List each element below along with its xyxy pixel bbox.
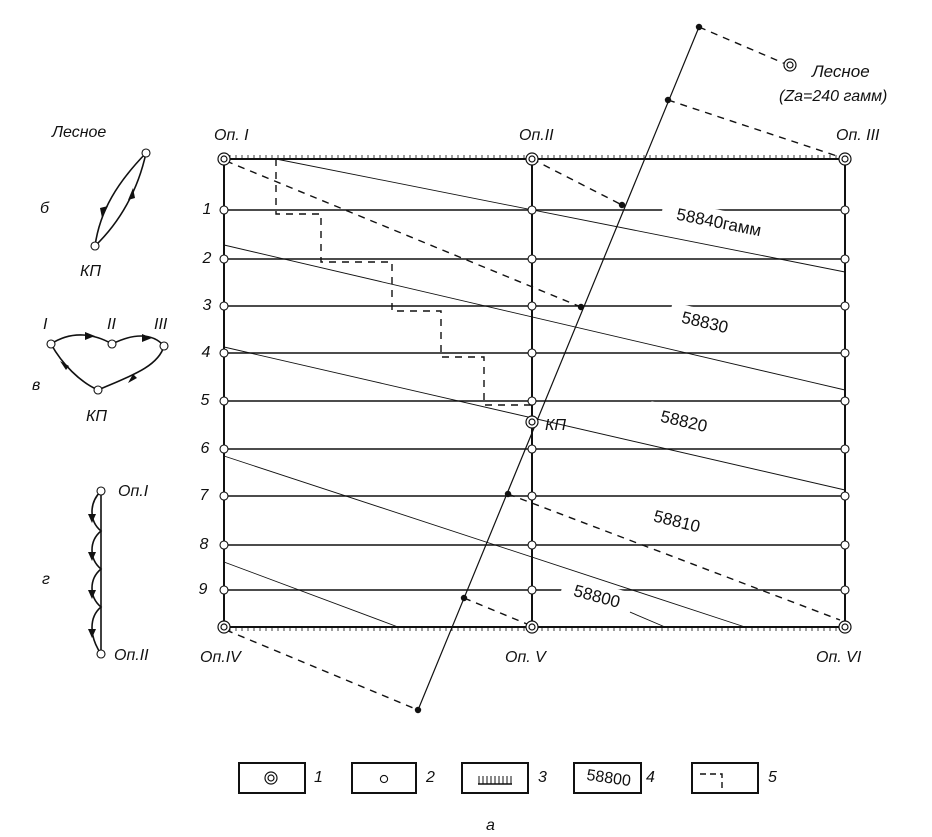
profile-point	[219, 444, 229, 454]
base-name: Лесное	[811, 62, 870, 81]
legend-item-2: 2	[351, 762, 435, 794]
scheme-g-letter: г	[42, 571, 50, 588]
profile-point	[527, 254, 537, 264]
profile-numbers: 1 2 3 4 5 6 7 8 9	[199, 201, 212, 598]
scheme-b: Лесное б КП	[40, 124, 151, 280]
isoline-label-icon: 58800	[585, 767, 632, 790]
station-op4-label: Оп.IV	[200, 649, 242, 666]
route-step-icon	[700, 773, 723, 793]
profile-point	[840, 491, 850, 501]
scheme-g: Оп.I г Оп.II	[42, 483, 149, 664]
profile-point	[840, 301, 850, 311]
isolines	[223, 158, 846, 628]
station-op5-label: Оп. V	[505, 649, 547, 666]
station-op3-label: Оп. III	[836, 127, 880, 144]
isoline-labels: 58840гамм 58830 58820 58810 58800	[559, 198, 779, 617]
station-op1-label: Оп. I	[214, 127, 249, 144]
profile-point	[219, 348, 229, 358]
profile-point	[527, 585, 537, 595]
base-value: (Za=240 гамм)	[779, 88, 887, 105]
profile-point	[840, 585, 850, 595]
profile-point	[840, 254, 850, 264]
station-op5-marker	[525, 620, 539, 634]
station-op2-marker	[525, 152, 539, 166]
station-kp-marker	[525, 415, 539, 429]
profile-number-5: 5	[201, 392, 210, 409]
profile-point	[219, 205, 229, 215]
profile-point	[527, 301, 537, 311]
scheme-v-letter: в	[32, 377, 40, 394]
profile-point	[527, 348, 537, 358]
profile-point	[219, 585, 229, 595]
profile-point	[840, 444, 850, 454]
profile-point	[219, 396, 229, 406]
base-stations	[217, 58, 852, 634]
dashed-ties	[225, 26, 841, 711]
legend-num-1: 1	[314, 769, 323, 786]
station-op1-marker	[217, 152, 231, 166]
legend-num-3: 3	[538, 769, 547, 786]
legend-num-2: 2	[425, 769, 435, 786]
profile-number-1: 1	[203, 201, 212, 218]
station-labels: Оп. I Оп.II Оп. III Оп.IV Оп. V Оп. VI К…	[200, 62, 887, 666]
profile-points	[219, 205, 850, 595]
profile-number-7: 7	[200, 487, 210, 504]
scheme-v-bottom-label: КП	[86, 408, 107, 425]
station-op3-marker	[838, 152, 852, 166]
station-op2-label: Оп.II	[519, 127, 554, 144]
scheme-b-top-label: Лесное	[51, 124, 106, 141]
profile-point	[527, 540, 537, 550]
legend: 1 2 3 58800 4 5	[238, 762, 777, 794]
station-kp-label: КП	[545, 417, 566, 434]
scheme-g-bottom-label: Оп.II	[114, 647, 149, 664]
scheme-v: I II III в КП	[32, 316, 169, 425]
legend-item-5: 5	[691, 762, 777, 794]
scheme-g-top-label: Оп.I	[118, 483, 149, 500]
scheme-v-p2-label: II	[107, 316, 116, 333]
profile-point	[527, 491, 537, 501]
profile-number-3: 3	[203, 297, 212, 314]
tie-line	[414, 23, 703, 714]
profile-point	[527, 396, 537, 406]
profile-point	[840, 540, 850, 550]
point-icon	[379, 774, 389, 784]
profile-point	[527, 444, 537, 454]
legend-item-4: 58800 4	[573, 762, 655, 794]
legend-item-1: 1	[238, 762, 323, 794]
scheme-v-p3-label: III	[154, 316, 168, 333]
profile-number-8: 8	[200, 536, 209, 553]
legend-item-3: 3	[461, 762, 547, 794]
profile-number-6: 6	[201, 440, 210, 457]
tick-scale-icon	[478, 776, 512, 785]
profile-point	[840, 396, 850, 406]
profile-point	[840, 348, 850, 358]
base-lesnoe-marker	[783, 58, 797, 72]
scheme-b-letter: б	[40, 200, 50, 217]
legend-num-4: 4	[646, 769, 655, 786]
base-station-icon	[264, 771, 278, 785]
profile-point	[219, 491, 229, 501]
profile-point	[219, 254, 229, 264]
profile-point	[219, 301, 229, 311]
scheme-b-bottom-label: КП	[80, 263, 101, 280]
station-op4-marker	[217, 620, 231, 634]
figure-caption: а	[486, 817, 495, 834]
profile-number-9: 9	[199, 581, 208, 598]
profile-number-4: 4	[202, 344, 211, 361]
profile-point	[219, 540, 229, 550]
scheme-v-p1-label: I	[43, 316, 48, 333]
profile-number-2: 2	[202, 250, 212, 267]
station-op6-marker	[838, 620, 852, 634]
profile-point	[527, 205, 537, 215]
profile-point	[840, 205, 850, 215]
legend-num-5: 5	[768, 769, 777, 786]
station-op6-label: Оп. VI	[816, 649, 862, 666]
